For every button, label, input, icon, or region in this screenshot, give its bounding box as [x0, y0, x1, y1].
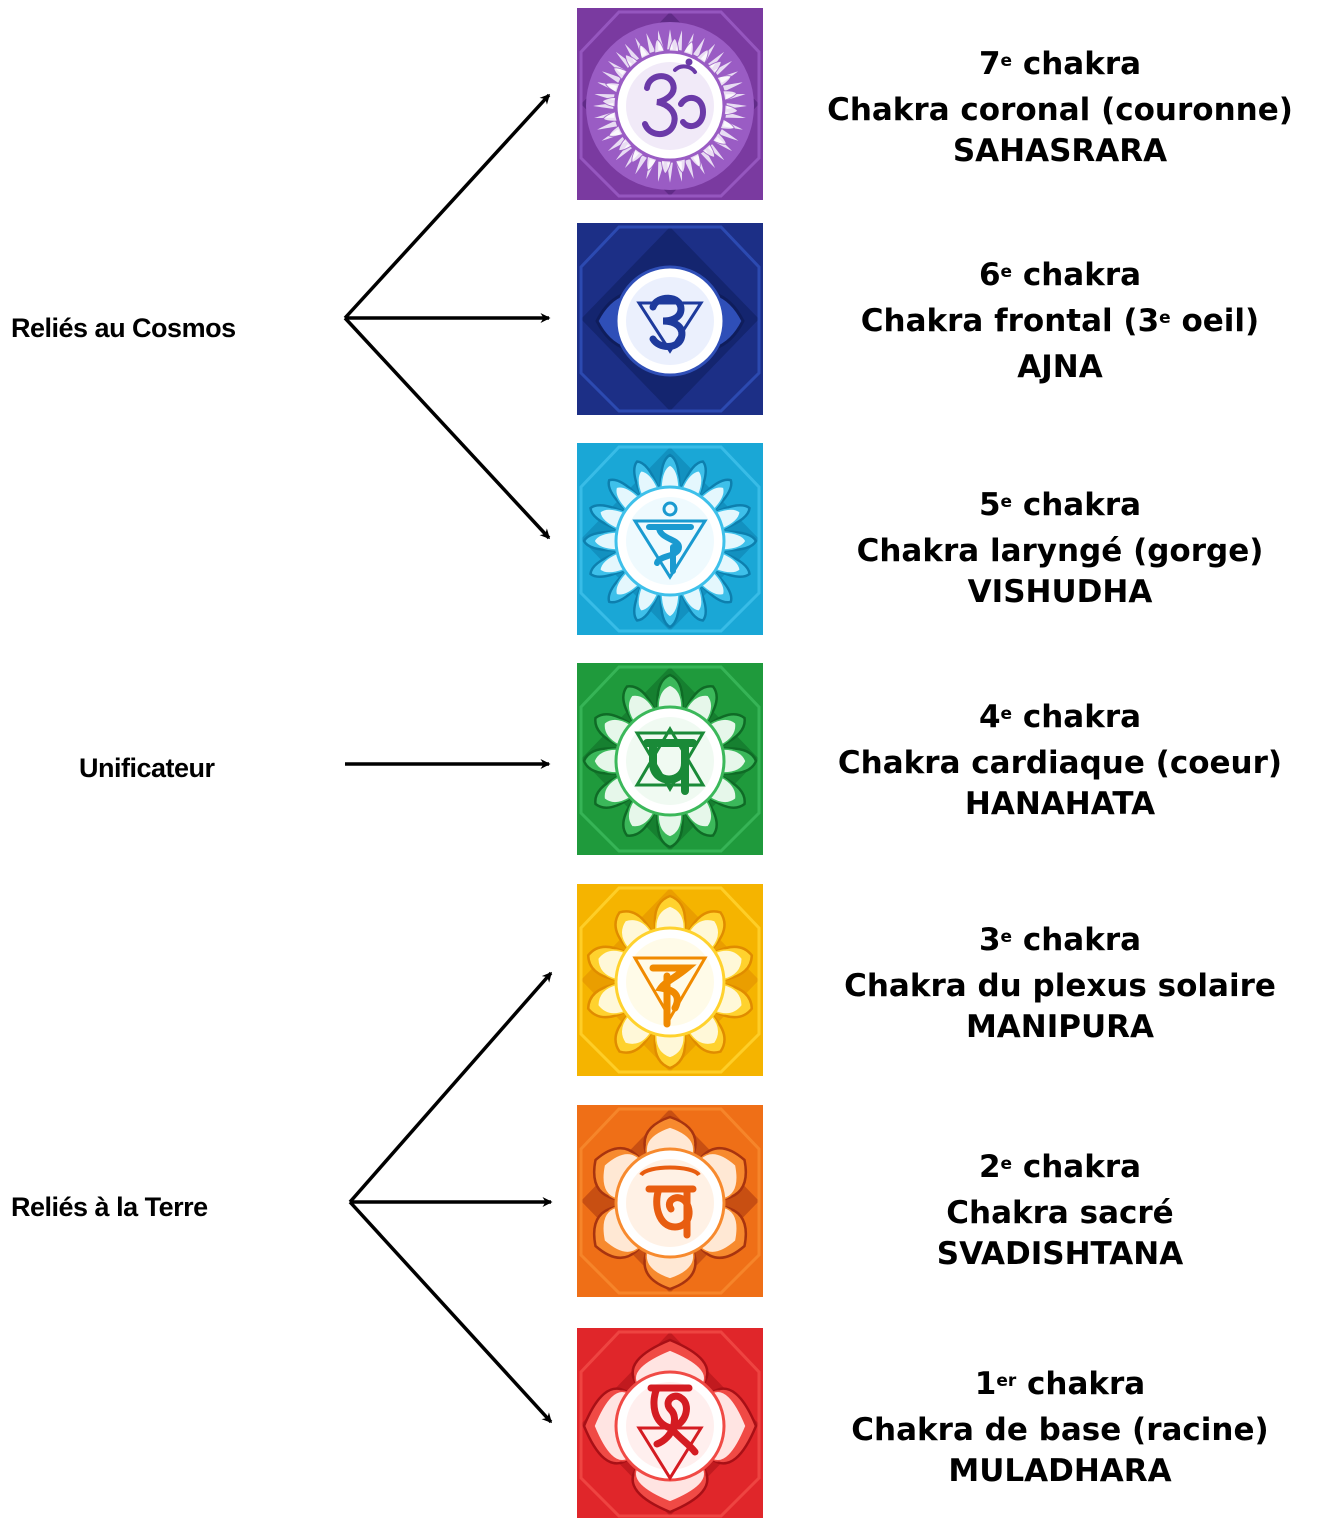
- root-chakra-symbol-icon: [577, 1328, 763, 1518]
- crown-chakra-om-symbol-icon: [577, 8, 763, 200]
- chakra-ordinal: 2e chakra: [800, 1147, 1320, 1193]
- arrow-cosmos-to-7: [343, 93, 551, 320]
- chakra-ordinal: 5e chakra: [800, 485, 1320, 531]
- chakra-name: Chakra sacré: [946, 1195, 1174, 1231]
- arrow-terre-to-3: [348, 971, 553, 1204]
- chakra-sanskrit-name: MANIPURA: [965, 1009, 1155, 1045]
- chakra-word: chakra: [1012, 1149, 1142, 1185]
- chakra-number: 3: [978, 922, 1001, 958]
- group-label-cosmos: Reliés au Cosmos: [11, 313, 236, 343]
- chakra-name: Chakra frontal (3e oeil): [860, 303, 1260, 339]
- chakra-ordinal-suffix: e: [1000, 704, 1013, 724]
- chakra-ordinal-suffix: e: [1000, 492, 1013, 512]
- chakra-ordinal: 3e chakra: [800, 920, 1320, 966]
- chakra-number: 1: [974, 1366, 997, 1402]
- chakra-number: 4: [978, 699, 1001, 735]
- chakra-number: 6: [978, 257, 1001, 293]
- chakra-sanskrit-name: SVADISHTANA: [936, 1236, 1184, 1272]
- arrow-terre-to-1: [348, 1200, 553, 1424]
- solar-plexus-chakra-symbol-icon: [577, 884, 763, 1076]
- group-label-unificateur: Unificateur: [79, 753, 215, 783]
- chakra-ordinal: 6e chakra: [800, 255, 1320, 301]
- chakra-ordinal: 4e chakra: [800, 697, 1320, 743]
- chakra-ordinal: 1er chakra: [800, 1364, 1320, 1410]
- group-label-terre: Reliés à la Terre: [11, 1192, 208, 1222]
- chakra-sanskrit-name: SAHASRARA: [952, 133, 1168, 169]
- chakra-word: chakra: [1012, 487, 1142, 523]
- chakra-name: Chakra coronal (couronne): [827, 92, 1293, 128]
- arrow-cosmos-to-5: [343, 316, 551, 540]
- chakra-name: Chakra de base (racine): [851, 1412, 1269, 1448]
- chakra-sanskrit-name: AJNA: [1017, 349, 1103, 385]
- chakra-sanskrit-name: VISHUDHA: [967, 574, 1153, 610]
- chakra-word: chakra: [1012, 46, 1142, 82]
- chakra-ordinal-suffix: er: [996, 1371, 1017, 1391]
- chakra-name: Chakra du plexus solaire: [844, 968, 1276, 1004]
- chakra-number: 7: [978, 46, 1001, 82]
- chakra-number: 5: [978, 487, 1001, 523]
- chakra-ordinal-suffix: e: [1000, 1154, 1013, 1174]
- chakra-ordinal-suffix: e: [1000, 927, 1013, 947]
- chakra-word: chakra: [1012, 922, 1142, 958]
- chakra-word: chakra: [1012, 699, 1142, 735]
- chakra-ordinal-suffix: e: [1000, 262, 1013, 282]
- sacral-chakra-symbol-icon: [577, 1105, 763, 1297]
- chakra-word: chakra: [1012, 257, 1142, 293]
- chakra-sanskrit-name: HANAHATA: [964, 786, 1156, 822]
- throat-chakra-symbol-icon: [577, 443, 763, 635]
- chakra-sanskrit-name: MULADHARA: [948, 1453, 1172, 1489]
- chakra-ordinal-suffix: e: [1000, 51, 1013, 71]
- third-eye-chakra-symbol-icon: [577, 223, 763, 415]
- chakra-name: Chakra laryngé (gorge): [856, 533, 1264, 569]
- chakra-word: chakra: [1016, 1366, 1146, 1402]
- chakra-number: 2: [978, 1149, 1001, 1185]
- chakra-name: Chakra cardiaque (coeur): [837, 745, 1283, 781]
- chakra-ordinal: 7e chakra: [800, 44, 1320, 90]
- heart-chakra-symbol-icon: [577, 663, 763, 855]
